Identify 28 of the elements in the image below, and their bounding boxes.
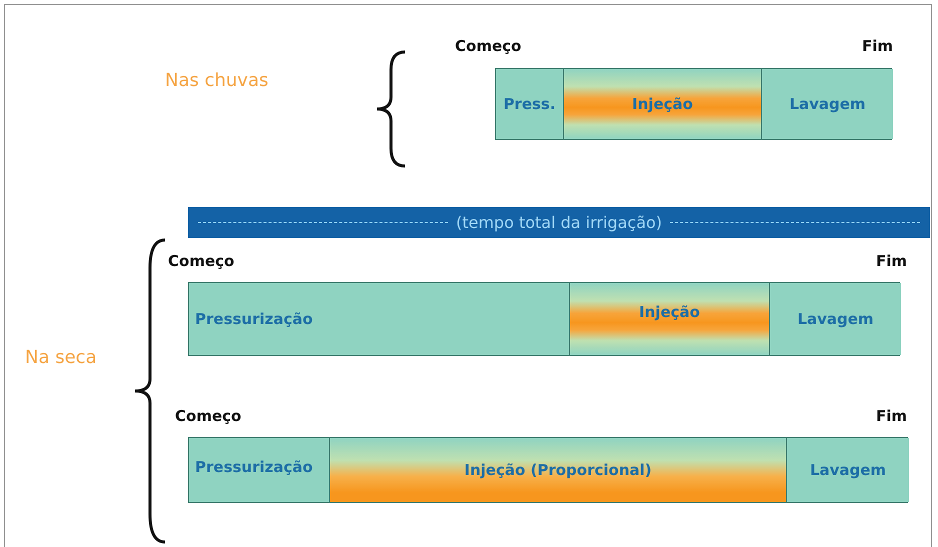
phase-segment	[786, 438, 909, 502]
phase-segment	[563, 69, 761, 139]
timeline-marker: Fim	[862, 37, 894, 55]
timeline-bar	[188, 437, 908, 503]
phase-label: Injeção	[632, 95, 693, 113]
timeline-marker: Fim	[876, 407, 908, 425]
phase-label: Lavagem	[789, 95, 866, 113]
phase-label: Injeção (Proporcional)	[464, 461, 652, 479]
group-label: Na seca	[25, 347, 97, 368]
phase-label: Pressurização	[195, 458, 313, 476]
timeline-marker: Começo	[168, 252, 234, 270]
phase-label: Injeção	[639, 303, 700, 321]
timeline-marker: Fim	[876, 252, 908, 270]
phase-label: Pressurização	[195, 310, 313, 328]
group-label: Nas chuvas	[165, 70, 268, 91]
phase-label: Lavagem	[810, 461, 886, 479]
duration-band	[188, 207, 930, 238]
timeline-bar	[495, 68, 892, 140]
phase-label: Press.	[503, 95, 556, 113]
timeline-marker: Começo	[175, 407, 242, 425]
phase-segment	[769, 283, 901, 355]
timeline-marker: Começo	[455, 37, 522, 55]
phase-segment	[569, 283, 769, 355]
phase-segment	[329, 438, 786, 502]
phase-label: Lavagem	[797, 310, 874, 328]
timeline-bar	[188, 282, 900, 356]
phase-segment	[761, 69, 893, 139]
band-label: (tempo total da irrigação)	[456, 213, 662, 232]
